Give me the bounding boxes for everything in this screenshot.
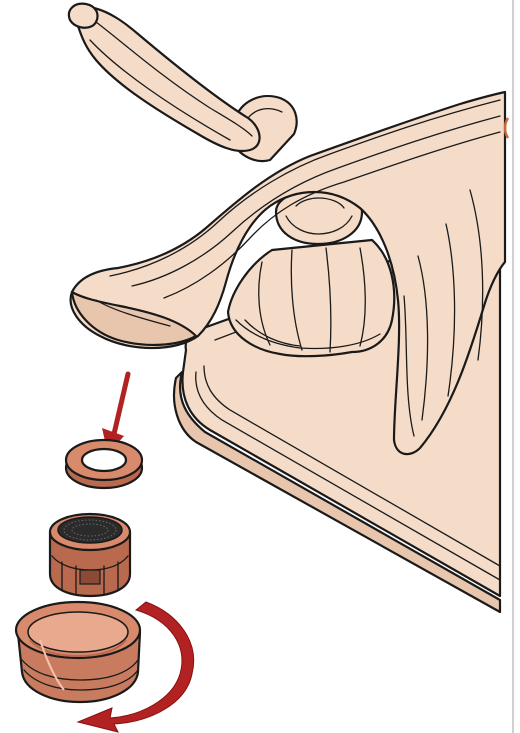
aerator-housing xyxy=(16,602,140,702)
second-handle-edge xyxy=(505,118,508,138)
faucet-handle xyxy=(69,4,297,161)
washer xyxy=(66,440,142,488)
aerator-insert xyxy=(50,514,130,596)
